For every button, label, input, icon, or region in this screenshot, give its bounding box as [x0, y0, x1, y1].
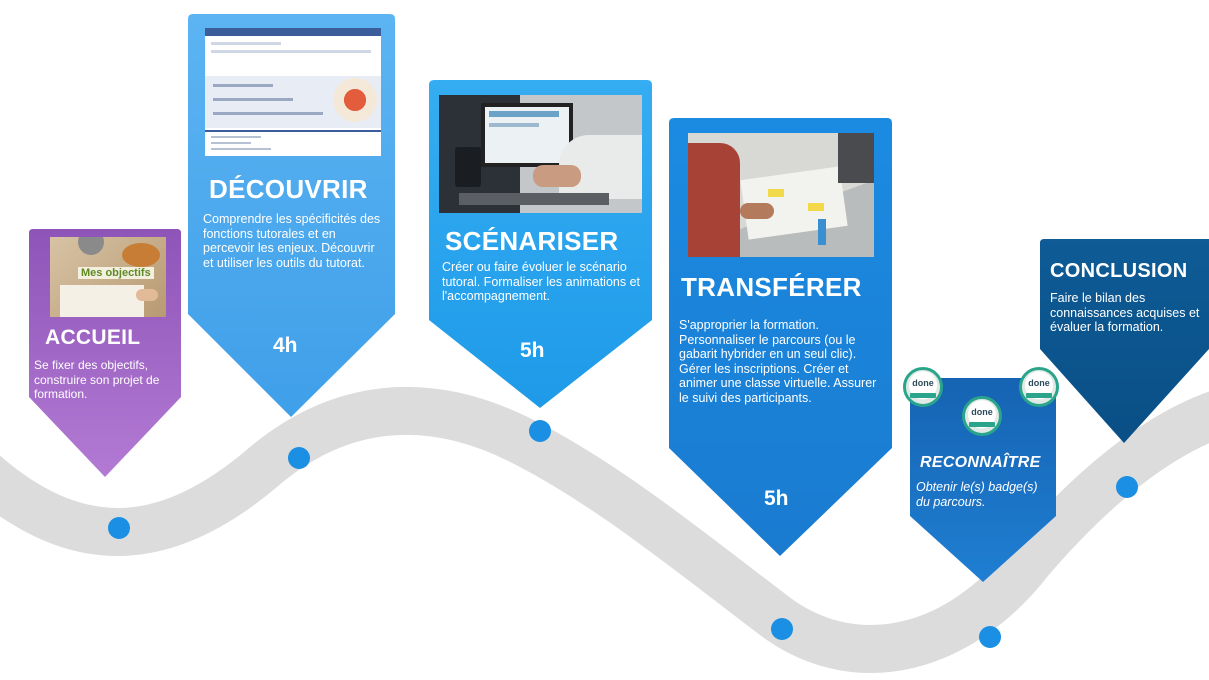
decouvrir-title: DÉCOUVRIR	[209, 174, 368, 204]
accueil-title: ACCUEIL	[45, 326, 141, 349]
timeline-dot	[979, 626, 1001, 648]
badge-icon: done	[903, 367, 943, 407]
scenariser-hours: 5h	[520, 339, 545, 362]
step-scenariser: SCÉNARISER Créer ou faire évoluer le scé…	[429, 80, 652, 410]
conclusion-desc: Faire le bilan des connaissances acquise…	[1050, 291, 1200, 334]
step-reconnaitre: RECONNAÎTRE Obtenir le(s) badge(s) du pa…	[910, 378, 1056, 584]
timeline-dot	[529, 420, 551, 442]
timeline-dot	[771, 618, 793, 640]
reconnaitre-title: RECONNAÎTRE	[920, 454, 1041, 471]
accueil-photo: Mes objectifs	[50, 237, 166, 317]
step-transferer: TRANSFÉRER S'approprier la formation. Pe…	[669, 118, 892, 558]
step-conclusion: CONCLUSION Faire le bilan des connaissan…	[1040, 239, 1209, 445]
accueil-desc: Se fixer des objectifs, construire son p…	[34, 358, 160, 401]
timeline-dot	[108, 517, 130, 539]
badge-icon: done	[1019, 367, 1059, 407]
transferer-photo	[688, 133, 874, 257]
conclusion-title: CONCLUSION	[1050, 260, 1188, 282]
timeline-dot	[1116, 476, 1138, 498]
scenariser-title: SCÉNARISER	[445, 226, 619, 256]
decouvrir-desc: Comprendre les spécificités des fonction…	[203, 212, 381, 270]
step-decouvrir: DÉCOUVRIR Comprendre les spécificités de…	[188, 14, 395, 419]
scenariser-photo	[439, 95, 642, 213]
reconnaitre-desc: Obtenir le(s) badge(s) du parcours.	[916, 480, 1038, 509]
transferer-hours: 5h	[764, 487, 789, 510]
scenariser-desc: Créer ou faire évoluer le scénario tutor…	[442, 260, 640, 303]
decouvrir-hours: 4h	[273, 334, 298, 357]
badge-icon: done	[962, 396, 1002, 436]
card-shape	[910, 378, 1056, 582]
accueil-photo-text: Mes objectifs	[78, 267, 154, 279]
card-shape	[1040, 239, 1209, 443]
timeline-dot	[288, 447, 310, 469]
decouvrir-screenshot	[205, 28, 381, 156]
transferer-title: TRANSFÉRER	[681, 272, 862, 302]
step-accueil: Mes objectifs ACCUEIL Se fixer des objec…	[29, 229, 181, 479]
transferer-desc: S'approprier la formation. Personnaliser…	[679, 318, 877, 405]
